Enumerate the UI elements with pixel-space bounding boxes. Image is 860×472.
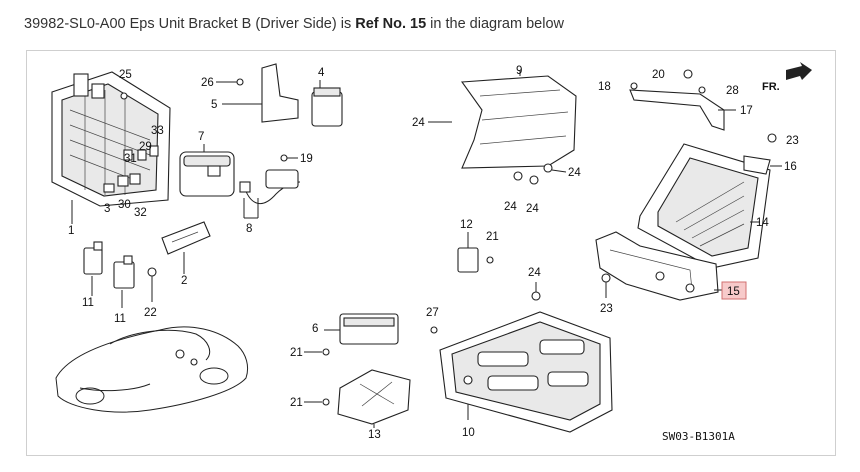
callout-24b: 24 bbox=[568, 167, 581, 179]
callout-33: 33 bbox=[151, 125, 164, 137]
callout-24a: 24 bbox=[412, 117, 425, 129]
callout-15-highlighted[interactable]: 15 bbox=[727, 286, 740, 298]
callout-24c: 24 bbox=[504, 201, 517, 213]
callout-14: 14 bbox=[756, 217, 769, 229]
callout-21c: 21 bbox=[290, 397, 303, 409]
callout-13: 13 bbox=[368, 429, 381, 441]
callout-21b: 21 bbox=[290, 347, 303, 359]
callout-32: 32 bbox=[134, 207, 147, 219]
callout-25: 25 bbox=[119, 69, 132, 81]
callout-30: 30 bbox=[118, 199, 131, 211]
callout-1: 1 bbox=[68, 225, 74, 237]
callout-27: 27 bbox=[426, 307, 439, 319]
callout-23a: 23 bbox=[786, 135, 799, 147]
relay-drawing bbox=[83, 241, 135, 308]
part-description: Eps Unit Bracket B (Driver Side) is bbox=[125, 16, 356, 32]
callout-17: 17 bbox=[740, 105, 753, 117]
callout-26: 26 bbox=[201, 77, 214, 89]
direction-label: FR. bbox=[762, 81, 780, 93]
callout-20: 20 bbox=[652, 69, 665, 81]
callout-2: 2 bbox=[181, 275, 187, 287]
highlight-ref-15-box[interactable] bbox=[721, 281, 747, 300]
callout-9: 9 bbox=[516, 65, 522, 77]
callout-31: 31 bbox=[124, 153, 137, 165]
callout-29: 29 bbox=[139, 141, 152, 153]
callout-21a: 21 bbox=[486, 231, 499, 243]
callout-16: 16 bbox=[784, 161, 797, 173]
callout-11a: 11 bbox=[82, 297, 94, 309]
callout-24e: 24 bbox=[528, 267, 541, 279]
callout-6: 6 bbox=[312, 323, 318, 335]
callout-19: 19 bbox=[300, 153, 313, 165]
diagram-code: SW03-B1301A bbox=[662, 430, 735, 443]
callout-3: 3 bbox=[104, 203, 110, 215]
callout-8: 8 bbox=[246, 223, 252, 235]
callout-22: 22 bbox=[144, 307, 157, 319]
caption-suffix: in the diagram below bbox=[426, 16, 564, 32]
callout-28: 28 bbox=[726, 85, 739, 97]
page-caption: 39982-SL0-A00 Eps Unit Bracket B (Driver… bbox=[24, 16, 564, 32]
callout-10: 10 bbox=[462, 427, 475, 439]
callout-24d: 24 bbox=[526, 203, 539, 215]
callout-11b: 11 bbox=[114, 313, 126, 325]
callout-7: 7 bbox=[198, 131, 204, 143]
callout-5: 5 bbox=[211, 99, 217, 111]
callout-4: 4 bbox=[318, 67, 325, 79]
part-number: 39982-SL0-A00 bbox=[24, 16, 126, 32]
ref-number: Ref No. 15 bbox=[355, 16, 427, 32]
vehicle-outline bbox=[55, 326, 249, 413]
fuse-box-drawing bbox=[51, 71, 171, 224]
callout-12: 12 bbox=[460, 219, 473, 231]
callout-18: 18 bbox=[598, 81, 611, 93]
callout-23b: 23 bbox=[600, 303, 613, 315]
